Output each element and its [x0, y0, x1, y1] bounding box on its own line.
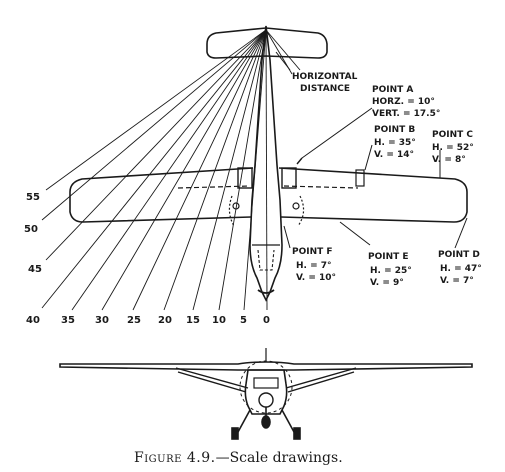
- angle-fan-lines: [41, 29, 301, 311]
- wing-struts: [175, 367, 357, 393]
- point-c-name: POINT C: [432, 130, 473, 140]
- callout-point-e: POINT E H. = 25° V. = 9°: [368, 252, 412, 288]
- point-e-v: V. = 9°: [370, 278, 404, 288]
- tick-0: 0: [263, 315, 270, 326]
- svg-text:DISTANCE: DISTANCE: [300, 84, 350, 94]
- tick-20: 20: [158, 315, 172, 326]
- tick-55: 55: [26, 192, 40, 203]
- angle-tick-labels: 55 50 45 40 35 30 25 20 15 10 5 0: [24, 192, 270, 326]
- right-wing: [278, 167, 468, 223]
- figure-caption: Figure 4.9.—Scale drawings.: [134, 450, 343, 466]
- point-f-name: POINT F: [292, 247, 333, 257]
- top-view-airplane: [69, 25, 468, 302]
- tick-5: 5: [240, 315, 247, 326]
- front-view-airplane: [59, 348, 473, 440]
- callout-point-c: POINT C H. = 52° V. = 8°: [432, 130, 474, 165]
- point-d-h: H. = 47°: [440, 264, 482, 274]
- tick-30: 30: [95, 315, 109, 326]
- leader-lines: [275, 51, 468, 249]
- point-a-name: POINT A: [372, 85, 413, 95]
- callout-point-a: POINT A HORZ. = 10° VERT. = 17.5°: [372, 85, 440, 119]
- point-a-h: HORZ. = 10°: [372, 97, 435, 107]
- tick-10: 10: [212, 315, 226, 326]
- tick-45: 45: [28, 264, 42, 275]
- point-b-name: POINT B: [374, 125, 415, 135]
- point-a-v: VERT. = 17.5°: [372, 109, 440, 119]
- point-d-name: POINT D: [438, 250, 480, 260]
- callout-point-d: POINT D H. = 47° V. = 7°: [438, 250, 482, 286]
- point-f-h: H. = 7°: [296, 261, 332, 271]
- left-wing: [69, 167, 254, 223]
- front-fuselage: [244, 369, 288, 415]
- front-wing: [59, 361, 473, 371]
- main-gear-left: [237, 409, 251, 433]
- point-c-h: H. = 52°: [432, 143, 474, 153]
- fuselage: [249, 25, 283, 302]
- tick-50: 50: [24, 224, 38, 235]
- svg-text:HORIZONTAL: HORIZONTAL: [292, 72, 358, 82]
- tick-40: 40: [26, 315, 40, 326]
- point-e-h: H. = 25°: [370, 266, 412, 276]
- callout-horizontal-distance: HORIZONTAL DISTANCE: [292, 72, 358, 94]
- point-e-name: POINT E: [368, 252, 409, 262]
- callout-point-f: POINT F H. = 7° V. = 10°: [292, 247, 336, 283]
- callout-point-b: POINT B H. = 35° V. = 14°: [374, 125, 416, 160]
- point-b-h: H. = 35°: [374, 138, 416, 148]
- tick-25: 25: [127, 315, 141, 326]
- point-c-v: V. = 8°: [432, 155, 466, 165]
- main-gear-right: [281, 409, 295, 433]
- point-d-v: V. = 7°: [440, 276, 474, 286]
- point-b-v: V. = 14°: [374, 150, 414, 160]
- tick-35: 35: [61, 315, 75, 326]
- tick-15: 15: [186, 315, 200, 326]
- propeller: [257, 289, 275, 294]
- point-f-v: V. = 10°: [296, 273, 336, 283]
